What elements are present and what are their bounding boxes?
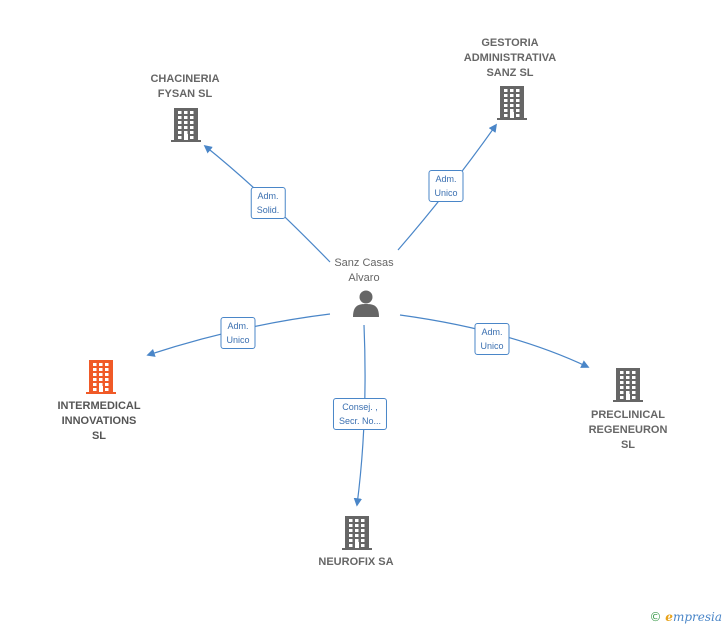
brand-initial: e	[665, 610, 673, 624]
building-icon-preclinical[interactable]	[613, 368, 643, 402]
copyright-symbol: ©	[649, 610, 662, 624]
building-icon-gestoria[interactable]	[497, 86, 527, 120]
brand-logo: © empresia	[649, 610, 722, 624]
node-label-chacineria: CHACINERIA FYSAN SL	[150, 73, 220, 100]
brand-name: mpresia	[672, 610, 722, 624]
building-icon-neurofix[interactable]	[342, 516, 372, 550]
edge-label-chacineria[interactable]: Adm. Solid.	[250, 187, 286, 219]
building-icon-intermedical[interactable]	[86, 360, 116, 394]
edge-label-neurofix[interactable]: Consej. , Secr. No...	[332, 398, 388, 430]
center-person-label: Sanz Casas Alvaro	[334, 257, 394, 284]
edge-label-gestoria[interactable]: Adm. Unico	[428, 170, 464, 202]
node-label-preclinical: PRECLINICAL REGENEURON SL	[588, 409, 668, 451]
node-label-neurofix: NEUROFIX SA	[318, 556, 394, 568]
person-icon[interactable]	[353, 290, 379, 318]
node-label-gestoria: GESTORIA ADMINISTRATIVA SANZ SL	[463, 37, 557, 79]
building-icon-chacineria[interactable]	[171, 108, 201, 142]
edge-label-intermedical[interactable]: Adm. Unico	[220, 317, 256, 349]
node-label-intermedical: INTERMEDICAL INNOVATIONS SL	[57, 400, 141, 442]
edge-label-preclinical[interactable]: Adm. Unico	[474, 323, 510, 355]
